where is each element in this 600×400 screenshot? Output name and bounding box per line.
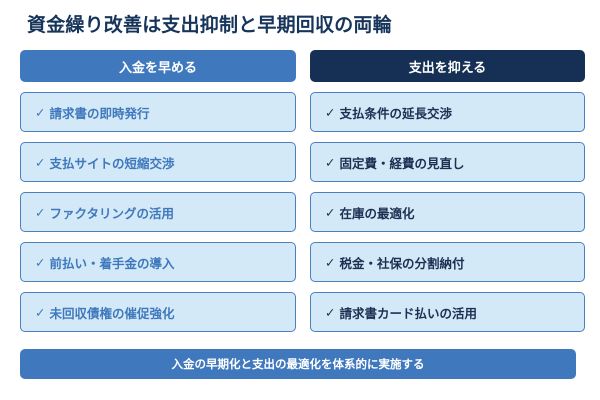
diagram-title: 資金繰り改善は支出抑制と早期回収の両輪 — [27, 14, 392, 36]
income-item-card: ✓ 未回収債権の催促強化 — [20, 292, 296, 332]
income-item-card: ✓ ファクタリングの活用 — [20, 192, 296, 232]
income-item-card: ✓ 前払い・着手金の導入 — [20, 242, 296, 282]
income-item-card: ✓ 支払サイトの短縮交渉 — [20, 142, 296, 182]
spending-item-label: 支払条件の延長交渉 — [339, 105, 452, 121]
check-icon: ✓ — [325, 154, 336, 170]
check-icon: ✓ — [35, 254, 46, 270]
spending-item-label: 請求書カード払いの活用 — [339, 305, 477, 321]
spending-item-label: 在庫の最適化 — [339, 205, 415, 221]
spending-item-card: ✓ 請求書カード払いの活用 — [310, 292, 585, 332]
check-icon: ✓ — [35, 154, 46, 170]
spending-item-card: ✓ 支払条件の延長交渉 — [310, 92, 585, 132]
check-icon: ✓ — [325, 304, 336, 320]
spending-item-card: ✓ 固定費・経費の見直し — [310, 142, 585, 182]
income-item-card: ✓ 請求書の即時発行 — [20, 92, 296, 132]
check-icon: ✓ — [35, 204, 46, 220]
income-item-label: ファクタリングの活用 — [49, 205, 174, 221]
spending-item-label: 固定費・経費の見直し — [339, 155, 465, 171]
check-icon: ✓ — [35, 304, 46, 320]
summary-banner: 入金の早期化と支出の最適化を体系的に実施する — [20, 349, 576, 379]
check-icon: ✓ — [325, 104, 336, 120]
spending-item-card: ✓ 在庫の最適化 — [310, 192, 585, 232]
income-item-label: 支払サイトの短縮交渉 — [49, 155, 175, 171]
income-item-label: 未回収債権の催促強化 — [49, 305, 175, 321]
income-item-label: 前払い・着手金の導入 — [49, 255, 175, 271]
income-item-label: 請求書の即時発行 — [49, 105, 150, 121]
check-icon: ✓ — [35, 104, 46, 120]
check-icon: ✓ — [325, 254, 336, 270]
spending-item-label: 税金・社保の分割納付 — [339, 255, 465, 271]
check-icon: ✓ — [325, 204, 336, 220]
spending-item-card: ✓ 税金・社保の分割納付 — [310, 242, 585, 282]
column-header-reduce-spending: 支出を抑える — [310, 50, 585, 82]
column-header-accelerate-income: 入金を早める — [20, 50, 296, 82]
